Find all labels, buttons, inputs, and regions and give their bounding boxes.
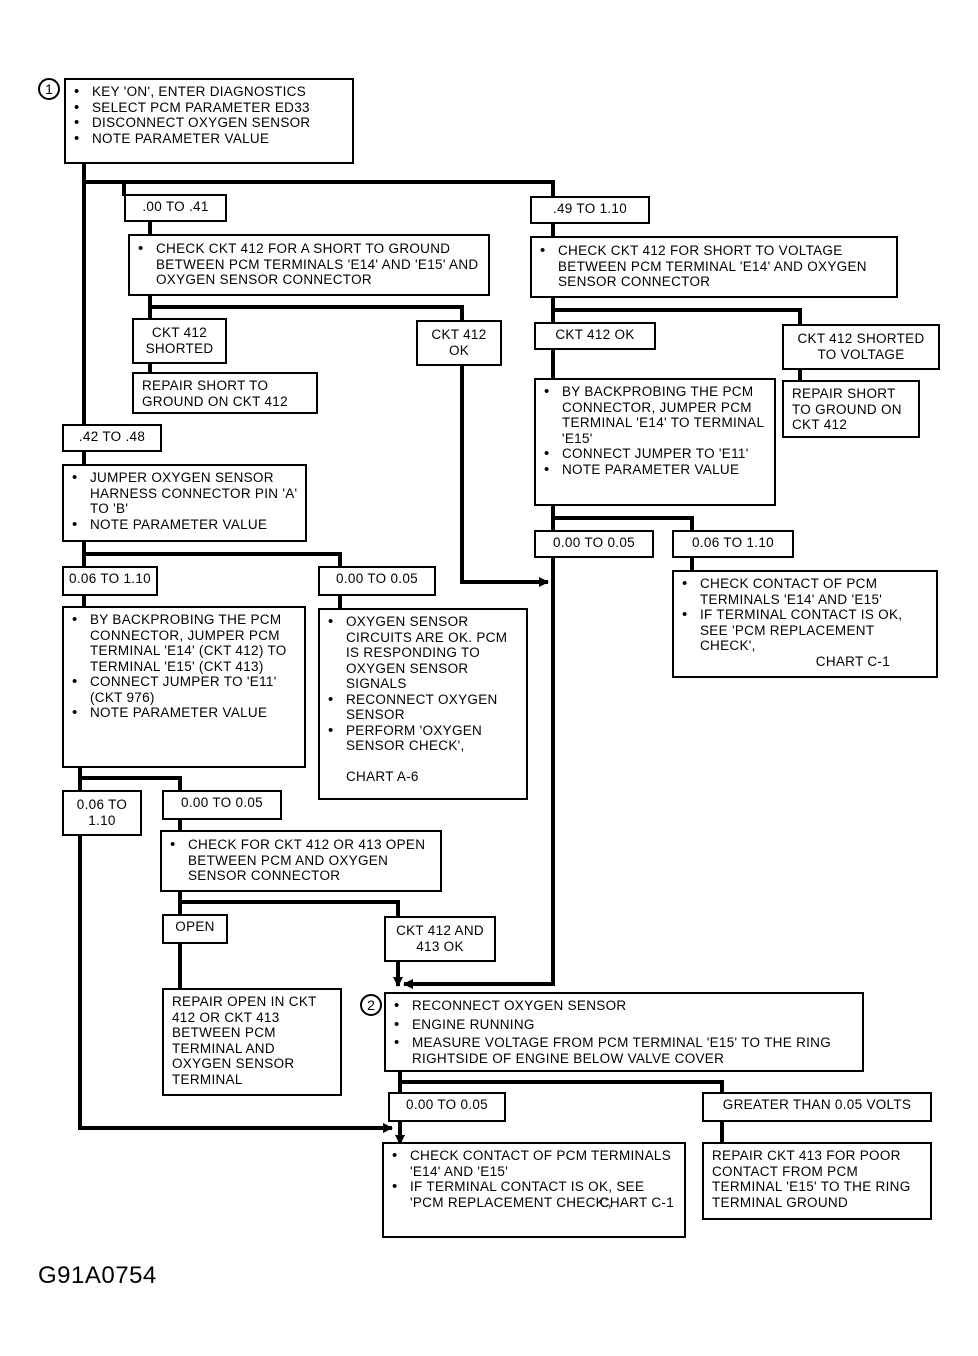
contact-check-bottom-item: CHECK CONTACT OF PCM TERMINALS 'E14' AND… bbox=[384, 1148, 680, 1179]
ckt412-shorted-label: CKT 412 SHORTED bbox=[132, 318, 227, 364]
final-low-label: 0.00 TO 0.05 bbox=[388, 1092, 506, 1122]
final-high-label: GREATER THAN 0.05 VOLTS bbox=[702, 1092, 932, 1122]
check-short-voltage-item: CHECK CKT 412 FOR SHORT TO VOLTAGE BETWE… bbox=[532, 243, 890, 290]
mid-low-label: 0.00 TO 0.05 bbox=[318, 566, 436, 596]
step-2-box: RECONNECT OXYGEN SENSOR ENGINE RUNNING M… bbox=[384, 992, 864, 1072]
range-mid-label: .42 TO .48 bbox=[62, 424, 162, 452]
lower-high-label: 0.06 TO 1.10 bbox=[62, 790, 142, 836]
o2-ok-item: PERFORM 'OXYGEN SENSOR CHECK', bbox=[320, 723, 522, 754]
step-1-item: DISCONNECT OXYGEN SENSOR bbox=[66, 115, 352, 131]
jumper-o2-item: JUMPER OXYGEN SENSOR HARNESS CONNECTOR P… bbox=[64, 470, 299, 517]
contact-check-right-box: CHECK CONTACT OF PCM TERMINALS 'E14' AND… bbox=[672, 570, 938, 678]
step-2-item: ENGINE RUNNING bbox=[386, 1017, 856, 1033]
step-1-item: NOTE PARAMETER VALUE bbox=[66, 131, 352, 147]
check-short-ground-box: CHECK CKT 412 FOR A SHORT TO GROUND BETW… bbox=[128, 234, 490, 296]
backprobe-right-item: NOTE PARAMETER VALUE bbox=[536, 462, 768, 478]
check-open-box: CHECK FOR CKT 412 OR 413 OPEN BETWEEN PC… bbox=[160, 830, 442, 892]
step-1-item: KEY 'ON', ENTER DIAGNOSTICS bbox=[66, 84, 352, 100]
check-short-voltage-box: CHECK CKT 412 FOR SHORT TO VOLTAGE BETWE… bbox=[530, 236, 898, 298]
backprobe-branch-line bbox=[80, 776, 182, 792]
check-to-ok-line bbox=[150, 305, 464, 322]
ckt412-shorted-voltage-label: CKT 412 SHORTED TO VOLTAGE bbox=[782, 324, 940, 370]
o2-ok-item: RECONNECT OXYGEN SENSOR bbox=[320, 692, 522, 723]
backprobe-left-item: BY BACKPROBING THE PCM CONNECTOR, JUMPER… bbox=[64, 612, 298, 674]
o2-ok-chart: CHART A-6 bbox=[346, 768, 419, 784]
backprobe-left-item: CONNECT JUMPER TO 'E11' (CKT 976) bbox=[64, 674, 298, 705]
right-low-label: 0.00 TO 0.05 bbox=[534, 530, 654, 558]
contact-check-right-item: IF TERMINAL CONTACT IS OK, SEE 'PCM REPL… bbox=[674, 607, 932, 654]
ok-arrow-line bbox=[460, 364, 549, 587]
ckt-412-413-ok-label: CKT 412 AND 413 OK bbox=[384, 916, 496, 962]
backprobe-right-item: CONNECT JUMPER TO 'E11' bbox=[536, 446, 768, 462]
step-2-marker: 2 bbox=[360, 994, 382, 1016]
range-high-label: .49 TO 1.10 bbox=[530, 196, 650, 224]
jumper-o2-item: NOTE PARAMETER VALUE bbox=[64, 517, 299, 533]
lower-low-label: 0.00 TO 0.05 bbox=[162, 790, 282, 820]
step-2-item: RECONNECT OXYGEN SENSOR bbox=[386, 998, 856, 1014]
contact-check-bottom-box: CHECK CONTACT OF PCM TERMINALS 'E14' AND… bbox=[382, 1142, 686, 1238]
repair-short-ground-box: REPAIR SHORT TO GROUND ON CKT 412 bbox=[132, 372, 318, 414]
jumper-o2-box: JUMPER OXYGEN SENSOR HARNESS CONNECTOR P… bbox=[62, 464, 307, 542]
range-low-label: .00 TO .41 bbox=[124, 194, 227, 222]
check-to-ok-line-2 bbox=[180, 900, 400, 916]
step-1-item: SELECT PCM PARAMETER ED33 bbox=[66, 100, 352, 116]
repair-ckt413-box: REPAIR CKT 413 FOR POOR CONTACT FROM PCM… bbox=[702, 1142, 932, 1220]
backprobe-right-box: BY BACKPROBING THE PCM CONNECTOR, JUMPER… bbox=[534, 378, 776, 506]
o2-ok-box: OXYGEN SENSOR CIRCUITS ARE OK. PCM IS RE… bbox=[318, 608, 528, 800]
contact-check-right-chart: CHART C-1 bbox=[815, 653, 890, 669]
repair-open-box: REPAIR OPEN IN CKT 412 OR CKT 413 BETWEE… bbox=[162, 988, 342, 1096]
mid-high-label: 0.06 TO 1.10 bbox=[62, 566, 158, 596]
contact-check-bottom-item: IF TERMINAL CONTACT IS OK, SEE 'PCM REPL… bbox=[384, 1179, 680, 1210]
right-high-label: 0.06 TO 1.10 bbox=[672, 530, 794, 558]
ckt412-ok-right-label: CKT 412 OK bbox=[534, 322, 656, 350]
check-open-item: CHECK FOR CKT 412 OR 413 OPEN BETWEEN PC… bbox=[162, 837, 436, 884]
backprobe-right-branch-line bbox=[553, 516, 694, 530]
backprobe-left-box: BY BACKPROBING THE PCM CONNECTOR, JUMPER… bbox=[62, 606, 306, 768]
open-label: OPEN bbox=[162, 914, 228, 944]
ckt412-ok-left-label: CKT 412 OK bbox=[416, 320, 502, 366]
rightcheck-branch-line bbox=[553, 308, 802, 324]
check-short-ground-item: CHECK CKT 412 FOR A SHORT TO GROUND BETW… bbox=[130, 241, 482, 288]
figure-id: G91A0754 bbox=[38, 1262, 157, 1289]
repair-short-right-box: REPAIR SHORT TO GROUND ON CKT 412 bbox=[782, 380, 920, 438]
backprobe-trunk-line bbox=[78, 768, 393, 1133]
step-1-box: KEY 'ON', ENTER DIAGNOSTICS SELECT PCM P… bbox=[64, 78, 354, 164]
o2-ok-item: OXYGEN SENSOR CIRCUITS ARE OK. PCM IS RE… bbox=[320, 614, 522, 692]
backprobe-left-item: NOTE PARAMETER VALUE bbox=[64, 705, 298, 721]
jumper-branch-line bbox=[84, 552, 342, 568]
branch-to-high-line bbox=[84, 180, 555, 198]
step-2-item: MEASURE VOLTAGE FROM PCM TERMINAL 'E15' … bbox=[386, 1035, 856, 1066]
step-1-marker: 1 bbox=[38, 78, 60, 100]
backprobe-right-item: BY BACKPROBING THE PCM CONNECTOR, JUMPER… bbox=[536, 384, 768, 446]
step2-branch-line bbox=[400, 1080, 724, 1094]
backprobe-right-trunk-line bbox=[403, 506, 555, 989]
contact-check-right-item: CHECK CONTACT OF PCM TERMINALS 'E14' AND… bbox=[674, 576, 932, 607]
